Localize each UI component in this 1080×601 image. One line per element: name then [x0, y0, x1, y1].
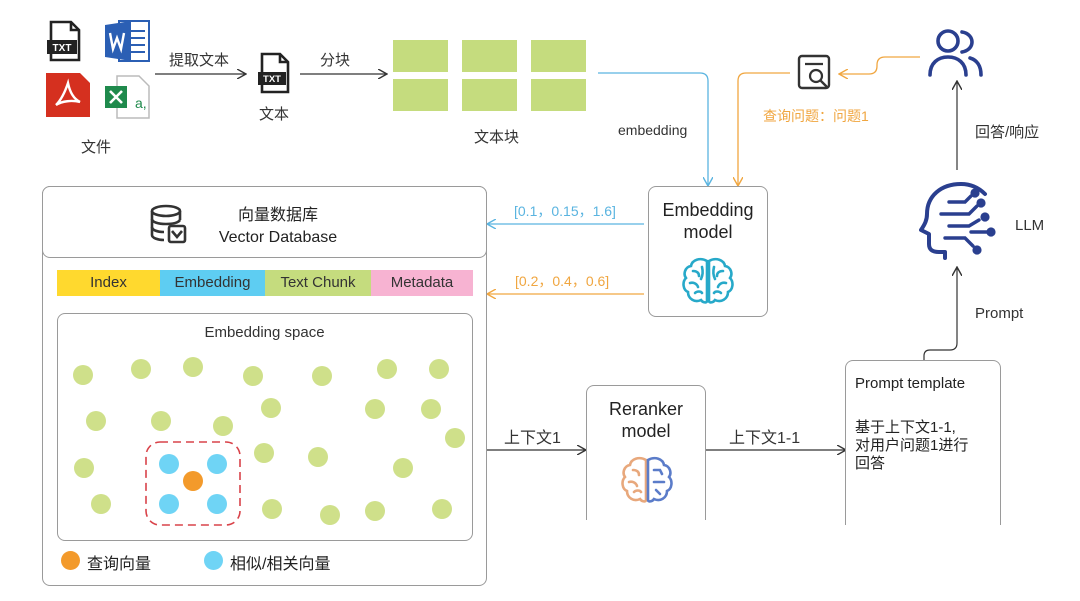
text-chunk: [393, 79, 448, 111]
vector-db-title: 向量数据库 Vector Database: [218, 207, 338, 246]
context-label: 上下文1: [504, 430, 561, 447]
reranker-brain-icon: [620, 456, 674, 509]
reranker-model-title: Reranker model: [608, 399, 684, 441]
similar-vectors-region: [145, 441, 241, 526]
text-chunk: [393, 40, 448, 72]
arrow-chunks-embedding: [598, 72, 708, 185]
vector-dot: [445, 428, 465, 448]
text-label: 文本: [259, 106, 290, 123]
vector-dot: [320, 505, 340, 525]
context-rerank-label: 上下文1-1: [729, 430, 801, 447]
arrow-user-query: [840, 56, 920, 74]
vector-dot: [183, 357, 203, 377]
vector-dot: [262, 499, 282, 519]
arrow-query-embedding: [738, 72, 790, 185]
legend-blue-dot: [204, 551, 223, 570]
answer-label: 回答/响应: [975, 124, 1040, 141]
similar-vector-dot: [207, 454, 227, 474]
text-chunk: [531, 79, 586, 111]
vector-dot: [243, 366, 263, 386]
similar-vector-dot: [159, 454, 179, 474]
query-vector-dot: [183, 471, 203, 491]
svg-text:TXT: TXT: [53, 43, 72, 54]
word-file-icon: [105, 18, 151, 69]
brain-icon: [682, 257, 734, 310]
vector-dot: [91, 494, 111, 514]
vector-orange-label: [0.2，0.4，0.6]: [515, 273, 610, 289]
prompt-template-box: Prompt template 基于上下文1-1, 对用户问题1进行 回答: [845, 360, 1001, 525]
prompt-label: Prompt: [975, 305, 1024, 322]
embedding-space-panel: Embedding space: [57, 313, 473, 541]
embedding-model-box: Embedding model: [648, 186, 768, 317]
svg-text:a,: a,: [135, 95, 147, 111]
reranker-model-box: Reranker model: [586, 385, 706, 520]
vector-dot: [421, 399, 441, 419]
text-chunk: [462, 79, 517, 111]
vector-dot: [261, 398, 281, 418]
similar-vector-dot: [207, 494, 227, 514]
vector-dot: [151, 411, 171, 431]
vector-dot: [365, 399, 385, 419]
text-chunk: [531, 40, 586, 72]
vector-dot: [73, 365, 93, 385]
vector-dot: [131, 359, 151, 379]
txt-file-icon: TXT: [47, 20, 83, 67]
embedding-model-title: Embedding model: [662, 200, 754, 242]
legend-query-label: 查询向量: [87, 556, 152, 573]
chunks-label: 文本块: [474, 129, 520, 146]
files-caption: 文件: [81, 139, 112, 156]
vector-database-panel: 向量数据库 Vector Database Index Embedding Te…: [42, 186, 487, 586]
vector-dot: [393, 458, 413, 478]
legend-orange-dot: [61, 551, 80, 570]
arrow-prompt-llm: [923, 268, 957, 361]
tag-index: Index: [57, 270, 160, 296]
llm-label: LLM: [1015, 217, 1045, 234]
prompt-template-title: Prompt template: [855, 375, 966, 392]
query-label: 查询问题：问题1: [763, 108, 869, 124]
vector-dot: [254, 443, 274, 463]
users-icon: [924, 27, 986, 84]
vector-dot: [86, 411, 106, 431]
tag-embedding: Embedding: [160, 270, 265, 296]
tag-text-chunk: Text Chunk: [265, 270, 371, 296]
similar-vector-dot: [159, 494, 179, 514]
query-search-icon: [797, 54, 835, 97]
svg-text:TXT: TXT: [263, 74, 281, 85]
embedding-space-title: Embedding space: [204, 324, 325, 341]
text-file-icon: TXT: [258, 52, 292, 99]
excel-file-icon: a,: [105, 74, 151, 125]
vector-db-tags: Index Embedding Text Chunk Metadata: [57, 270, 473, 296]
vector-dot: [308, 447, 328, 467]
prompt-template-body: 基于上下文1-1, 对用户问题1进行 回答: [855, 419, 969, 472]
database-icon: [149, 204, 189, 251]
embedding-label: embedding: [618, 122, 688, 138]
split-label: 分块: [320, 52, 351, 69]
vector-dot: [365, 501, 385, 521]
legend-similar-label: 相似/相关向量: [230, 556, 331, 573]
vector-db-header: [42, 186, 487, 258]
vector-dot: [312, 366, 332, 386]
vector-dot: [74, 458, 94, 478]
vector-dot: [429, 359, 449, 379]
extract-label: 提取文本: [169, 52, 230, 69]
text-chunk: [462, 40, 517, 72]
vector-dot: [213, 416, 233, 436]
embedding-space-dots: [73, 357, 465, 526]
vector-blue-label: [0.1，0.15，1.6]: [514, 203, 616, 219]
vector-dot: [377, 359, 397, 379]
vector-dot: [432, 499, 452, 519]
pdf-file-icon: [46, 73, 90, 122]
tag-metadata: Metadata: [371, 270, 473, 296]
llm-head-icon: [919, 180, 997, 265]
